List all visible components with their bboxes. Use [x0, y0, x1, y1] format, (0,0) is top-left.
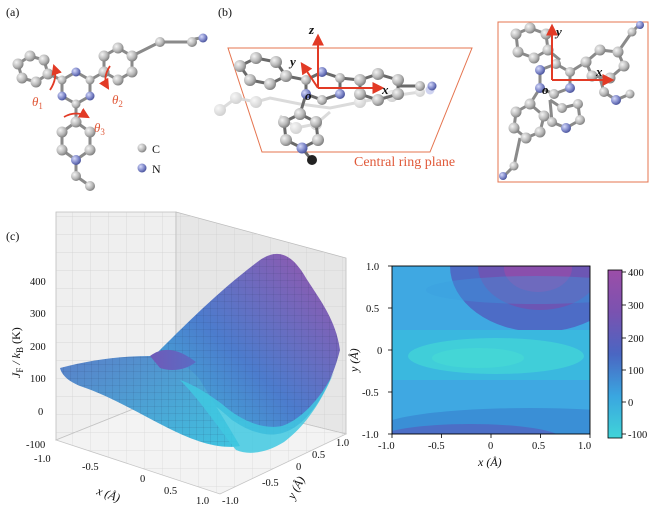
hm-y-tick-1: 1.0 — [366, 262, 379, 273]
axis-z-label: z — [308, 22, 315, 37]
cb-tick-neg100: -100 — [628, 430, 647, 441]
cb-tick-0: 0 — [628, 398, 633, 409]
surface-plot: 400 300 200 100 0 -100 JF / kB (K) -1.0 … — [9, 211, 349, 507]
rotation-arrows — [49, 63, 111, 119]
y3d-tick-0: 0 — [296, 462, 301, 473]
legend-nitrogen-label: N — [152, 162, 161, 176]
z-axis-label: JF / kB (K) — [9, 327, 25, 378]
y3d-tick-05: 0.5 — [312, 450, 325, 461]
axis-x-label-b: x — [381, 82, 389, 97]
z-ticks: 400 300 200 100 0 -100 — [26, 277, 46, 451]
cb-tick-200: 200 — [628, 334, 644, 345]
legend-carbon-label: C — [152, 142, 160, 156]
axes-b — [300, 33, 385, 94]
y3d-tick-neg1: -1.0 — [222, 496, 239, 507]
heatmap-x-label: x (Å) — [477, 455, 502, 469]
colorbar-ticks: 400 300 200 100 0 -100 — [628, 268, 647, 441]
hm-x-tick-0: 0 — [488, 441, 493, 452]
heatmap-x-ticks: -1.0 -0.5 0 0.5 1.0 — [378, 441, 591, 452]
molecule-atoms — [12, 33, 208, 191]
cb-tick-100: 100 — [628, 366, 644, 377]
y-axis-label-3d: y (Å) — [284, 474, 308, 502]
x3d-tick-neg05: -0.5 — [82, 462, 99, 473]
z-tick-400: 400 — [30, 277, 46, 288]
heatmap-y-label: y (Å) — [347, 348, 361, 373]
y-ticks-3d: -1.0 -0.5 0 0.5 1.0 — [222, 438, 349, 507]
colorbar — [607, 269, 623, 439]
cb-tick-400: 400 — [628, 268, 644, 279]
origin-label-b: o — [305, 88, 312, 103]
top-view-frame — [497, 21, 649, 183]
x3d-tick-1: 1.0 — [196, 496, 209, 507]
z-tick-100: 100 — [30, 374, 46, 385]
panel-a: (a) — [6, 5, 208, 191]
surface-saddle-left-mesh — [60, 356, 240, 447]
angle-theta1: θ1 — [32, 94, 43, 111]
axis-y-label-topview: y — [554, 24, 562, 39]
heatmap-plot: -1.0 -0.5 0 0.5 1.0 x (Å) 1.0 0.5 0 -0.5… — [347, 262, 647, 469]
central-ring-plane — [227, 47, 473, 153]
panel-c-label: (c) — [6, 229, 19, 243]
x-axis-label-3d: x (Å) — [94, 483, 122, 505]
angle-theta3: θ3 — [94, 120, 105, 137]
colorbar-tick-marks — [622, 271, 626, 435]
x3d-tick-neg1: -1.0 — [34, 454, 51, 465]
axis-x-label-topview: x — [595, 64, 603, 79]
top-view-atoms — [499, 21, 644, 180]
y3d-tick-1: 1.0 — [336, 438, 349, 449]
hm-x-tick-neg1: -1.0 — [378, 441, 395, 452]
z-tick-neg100: -100 — [26, 440, 45, 451]
x-ticks-3d: -1.0 -0.5 0 0.5 1.0 — [34, 454, 209, 507]
angle-labels: θ1 θ2 θ3 — [32, 92, 123, 137]
z-tick-0: 0 — [38, 407, 43, 418]
axes-topview — [546, 23, 615, 86]
y3d-tick-neg05: -0.5 — [262, 478, 279, 489]
central-ring-plane-label: Central ring plane — [354, 155, 455, 170]
heatmap-tick-marks — [388, 265, 591, 438]
axis-y-label-b: y — [288, 54, 296, 69]
hm-x-tick-1: 1.0 — [578, 441, 591, 452]
angle-theta2: θ2 — [112, 92, 123, 109]
surface-ridge — [150, 349, 196, 370]
z-tick-300: 300 — [30, 309, 46, 320]
hm-y-tick-neg1: -1.0 — [362, 430, 379, 441]
heatmap-y-ticks: 1.0 0.5 0 -0.5 -1.0 — [362, 262, 382, 441]
panel-b-label: (b) — [218, 5, 232, 19]
panel-b: (b) — [214, 5, 649, 183]
z-tick-200: 200 — [30, 342, 46, 353]
origin-label-topview: o — [542, 82, 549, 97]
panel-a-label: (a) — [6, 5, 19, 19]
x3d-tick-0: 0 — [140, 474, 145, 485]
hm-y-tick-neg05: -0.5 — [362, 388, 379, 399]
x3d-tick-05: 0.5 — [164, 486, 177, 497]
heatmap-contours — [392, 266, 590, 434]
hm-x-tick-neg05: -0.5 — [428, 441, 445, 452]
legend-carbon-icon — [137, 143, 147, 153]
hm-y-tick-0: 0 — [377, 346, 382, 357]
hm-x-tick-05: 0.5 — [532, 441, 545, 452]
legend-nitrogen-icon — [137, 163, 147, 173]
surface-valley-front — [180, 372, 334, 453]
cb-tick-300: 300 — [628, 301, 644, 312]
hm-y-tick-05: 0.5 — [366, 304, 379, 315]
molecule-b-atoms — [234, 52, 437, 165]
atom-legend: C N — [137, 142, 161, 176]
